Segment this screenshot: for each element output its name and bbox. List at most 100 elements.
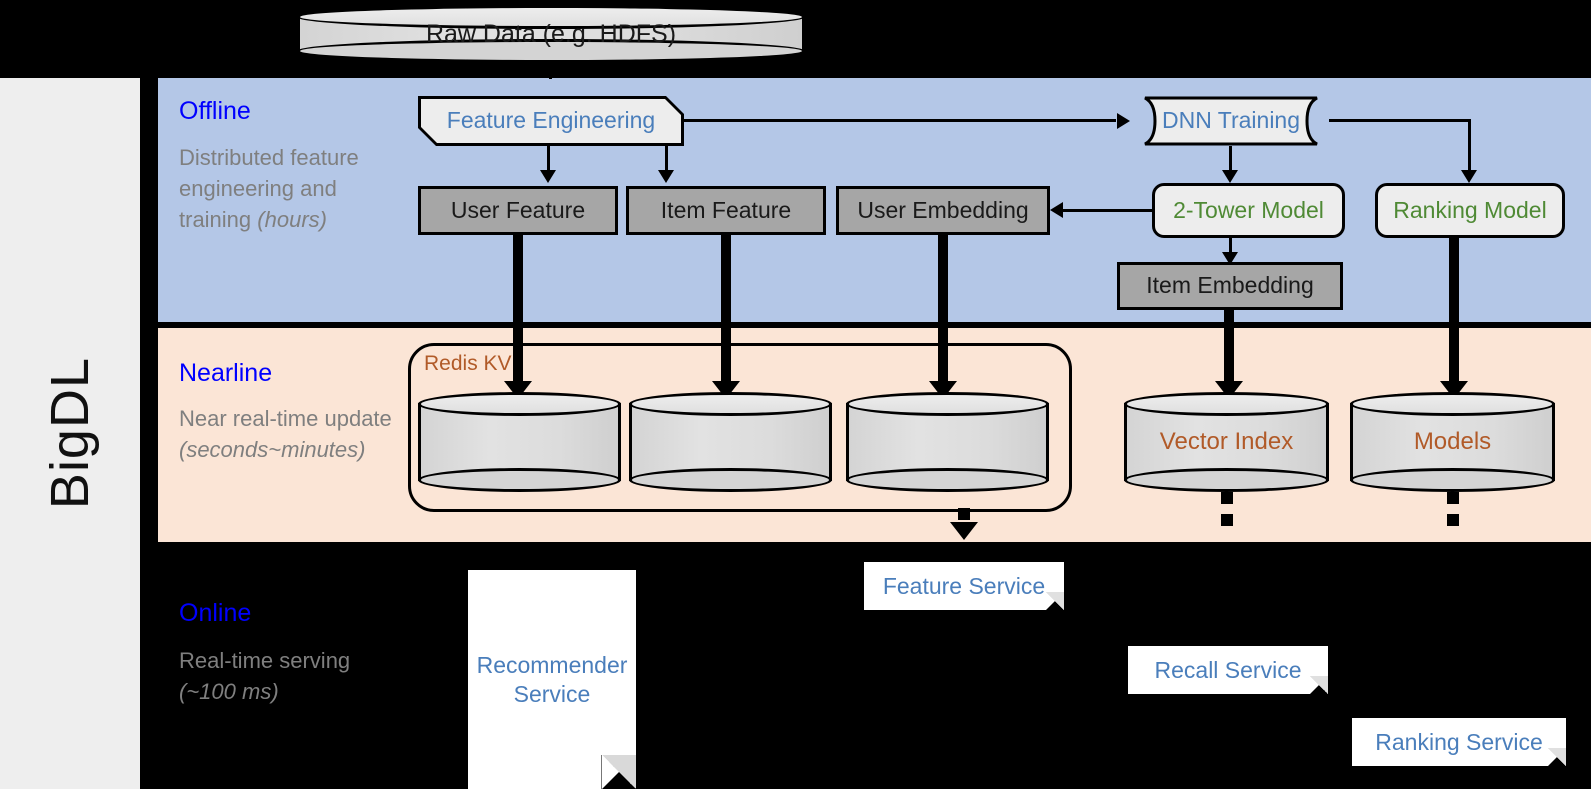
connector-dnn-to-ranking-h (1329, 119, 1471, 122)
pipe-item-embedding-to-vector-index (1224, 310, 1234, 392)
connector-fe-to-dnn (684, 119, 1116, 122)
online-title: Online (179, 599, 252, 627)
doc-ranking-service-sheet: Ranking Service (1352, 718, 1566, 766)
node-ranking-model[interactable]: Ranking Model (1375, 183, 1565, 238)
node-user-feature-label: User Feature (450, 196, 586, 223)
doc-ranking-service-label: Ranking Service (1375, 728, 1543, 755)
redis-kv-label: Redis KV (424, 352, 512, 375)
node-two-tower-model[interactable]: 2-Tower Model (1152, 183, 1345, 238)
node-feature-engineering-label: Feature Engineering (446, 107, 656, 134)
node-item-embedding-label: Item Embedding (1146, 272, 1314, 299)
page-curl-icon (601, 755, 636, 789)
cylinder-user-feature-store[interactable] (418, 392, 621, 492)
node-user-embedding[interactable]: User Embedding (836, 186, 1050, 235)
nearline-subtitle-text: Near real-time update (179, 406, 392, 431)
doc-feature-service-label: Feature Service (882, 572, 1046, 599)
node-feature-engineering[interactable]: Feature Engineering (418, 96, 684, 146)
connector-dnn-to-two-tower (1229, 146, 1232, 172)
dash-vector-index-1 (1221, 492, 1233, 504)
online-subtitle-text: Real-time serving (179, 648, 351, 673)
cylinder-top (629, 392, 832, 416)
redis-kv-container (408, 343, 1072, 512)
node-user-embedding-label: User Embedding (857, 196, 1029, 223)
page-curl-icon (1310, 676, 1328, 694)
cylinder-bottom (629, 468, 832, 492)
arrowhead-dnn-to-ranking (1461, 170, 1477, 183)
arrowhead-dnn-to-two-tower (1222, 170, 1238, 183)
offline-subtitle-emphasis: (hours) (257, 207, 327, 232)
cylinder-top (297, 5, 805, 29)
offline-subtitle: Distributed feature engineering and trai… (179, 142, 379, 235)
bigdl-label-text: BigDL (40, 357, 100, 510)
cylinder-user-embedding-store[interactable] (846, 392, 1049, 492)
connector-two-tower-to-item-embedding (1229, 238, 1232, 258)
cylinder-vector-index[interactable]: Vector Index (1124, 392, 1329, 492)
pipe-ranking-model-to-models (1449, 238, 1459, 392)
node-item-feature[interactable]: Item Feature (626, 186, 826, 235)
dnn-training-shape (1144, 96, 1318, 146)
connector-two-tower-to-user-embedding (1063, 209, 1155, 212)
cylinder-item-feature-store[interactable] (629, 392, 832, 492)
arrowhead-redis-to-feature-service (950, 522, 978, 540)
connector-fe-to-user-feature (547, 146, 550, 172)
cylinder-top (1124, 392, 1329, 416)
node-user-feature[interactable]: User Feature (418, 186, 618, 235)
raw-data-label: Raw Data (e.g. HDFS) (425, 19, 677, 48)
cylinder-models[interactable]: Models (1350, 392, 1555, 492)
node-dnn-training[interactable]: DNN Training (1133, 96, 1329, 146)
cylinder-bottom (846, 468, 1049, 492)
cylinder-top (418, 392, 621, 416)
raw-data-cylinder: Raw Data (e.g. HDFS) (297, 5, 805, 63)
node-dnn-training-label: DNN Training (1161, 107, 1301, 134)
nearline-title: Nearline (179, 359, 273, 387)
doc-ranking-service[interactable]: Ranking Service (1352, 718, 1566, 766)
bigdl-rail: BigDL (0, 78, 140, 789)
doc-recall-service[interactable]: Recall Service (1128, 646, 1328, 694)
node-ranking-model-label: Ranking Model (1393, 196, 1547, 223)
cylinder-user-feature-store-label (418, 392, 621, 492)
cylinder-vector-index-label: Vector Index (1159, 428, 1294, 455)
connector-fe-to-item-feature (665, 146, 668, 172)
cylinder-bottom (1350, 468, 1555, 492)
dash-models-1 (1447, 492, 1459, 504)
page-curl-icon (1548, 748, 1566, 766)
node-item-feature-label: Item Feature (660, 196, 792, 223)
node-item-embedding[interactable]: Item Embedding (1117, 262, 1343, 310)
arrowhead-two-tower-to-item-embedding (1222, 252, 1238, 265)
doc-feature-service-sheet: Feature Service (864, 562, 1064, 610)
doc-recall-service-label: Recall Service (1154, 656, 1302, 683)
node-two-tower-model-label: 2-Tower Model (1173, 196, 1324, 223)
doc-recall-service-sheet: Recall Service (1128, 646, 1328, 694)
cylinder-bottom (1124, 468, 1329, 492)
cylinder-bottom (418, 468, 621, 492)
cylinder-top (1350, 392, 1555, 416)
arrowhead-fe-to-dnn (1117, 113, 1130, 129)
cylinder-user-embedding-store-label (846, 392, 1049, 492)
online-subtitle-emphasis: (~100 ms) (179, 679, 279, 704)
nearline-subtitle-emphasis: (seconds~minutes) (179, 437, 366, 462)
bigdl-label: BigDL (0, 78, 140, 789)
offline-title: Offline (179, 97, 251, 125)
offline-subtitle-text: Distributed feature engineering and trai… (179, 145, 359, 232)
pipe-user-feature-to-store (513, 235, 523, 392)
dash-models-2 (1447, 514, 1459, 526)
nearline-subtitle: Near real-time update (seconds~minutes) (179, 403, 404, 465)
doc-recommender-service[interactable]: Recommender Service (468, 570, 636, 789)
online-subtitle: Real-time serving (~100 ms) (179, 645, 389, 707)
arrowhead-two-tower-to-user-embedding (1050, 202, 1063, 218)
pipe-user-embedding-to-store (938, 235, 948, 392)
doc-recommender-service-label: Recommender Service (476, 651, 628, 707)
doc-recommender-service-sheet: Recommender Service (468, 570, 636, 789)
page-curl-icon (1046, 592, 1064, 610)
arrowhead-fe-to-item-feature (658, 170, 674, 183)
connector-dnn-to-ranking-v (1468, 119, 1471, 172)
doc-feature-service[interactable]: Feature Service (864, 562, 1064, 610)
cylinder-models-label: Models (1413, 428, 1492, 455)
arrowhead-fe-to-user-feature (540, 170, 556, 183)
node-feature-engineering-inner: Feature Engineering (421, 99, 681, 143)
cylinder-top (846, 392, 1049, 416)
cylinder-item-feature-store-label (629, 392, 832, 492)
dash-vector-index-2 (1221, 514, 1233, 526)
arrowhead-raw-to-fe (536, 60, 564, 78)
